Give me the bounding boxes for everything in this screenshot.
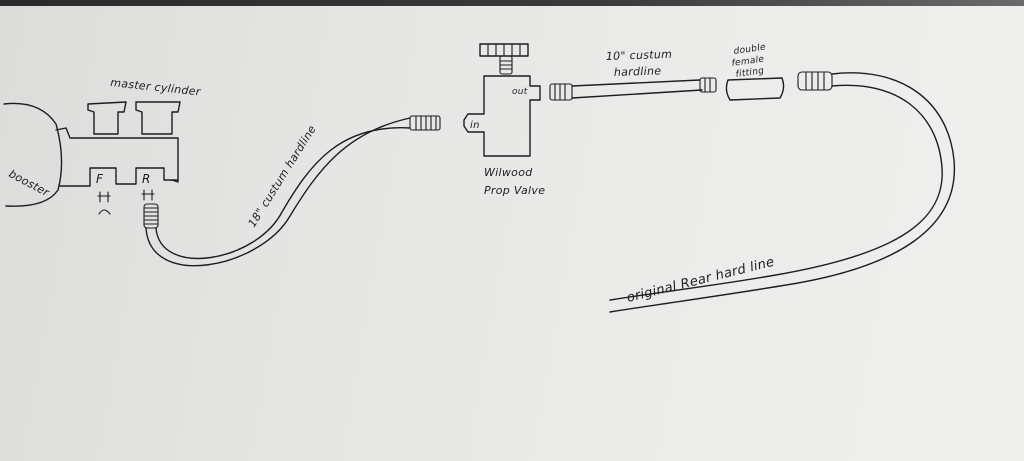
- custom-hardline-10-label-line1: 10" custum: [606, 48, 673, 63]
- custom-hardline-10-label-line2: hardline: [614, 64, 662, 79]
- custom-hardline-18-label: 18" custum hardline: [246, 123, 319, 230]
- double-female-label-line1: double: [733, 43, 767, 57]
- master-cylinder: [55, 101, 181, 215]
- prop-valve-name-line1: Wilwood: [484, 166, 533, 179]
- original-rear-hardline: [609, 71, 956, 313]
- booster: [3, 102, 63, 207]
- prop-valve-in-label: in: [470, 120, 480, 131]
- prop-valve-name-line2: Prop Valve: [484, 184, 545, 197]
- custom-hardline-10: [549, 77, 717, 101]
- photo-top-edge: [0, 0, 1024, 6]
- double-female-label-line3: fitting: [735, 66, 765, 80]
- front-port-label: F: [96, 172, 104, 186]
- double-female-fitting: [725, 77, 785, 101]
- master-cylinder-label: master cylinder: [110, 76, 203, 99]
- double-female-label-line2: female: [731, 54, 765, 68]
- custom-hardline-18: [143, 115, 441, 267]
- wilwood-prop-valve: [463, 43, 541, 157]
- rear-port-label: R: [142, 172, 151, 186]
- booster-label: booster: [7, 167, 53, 200]
- prop-valve-out-label: out: [512, 87, 528, 97]
